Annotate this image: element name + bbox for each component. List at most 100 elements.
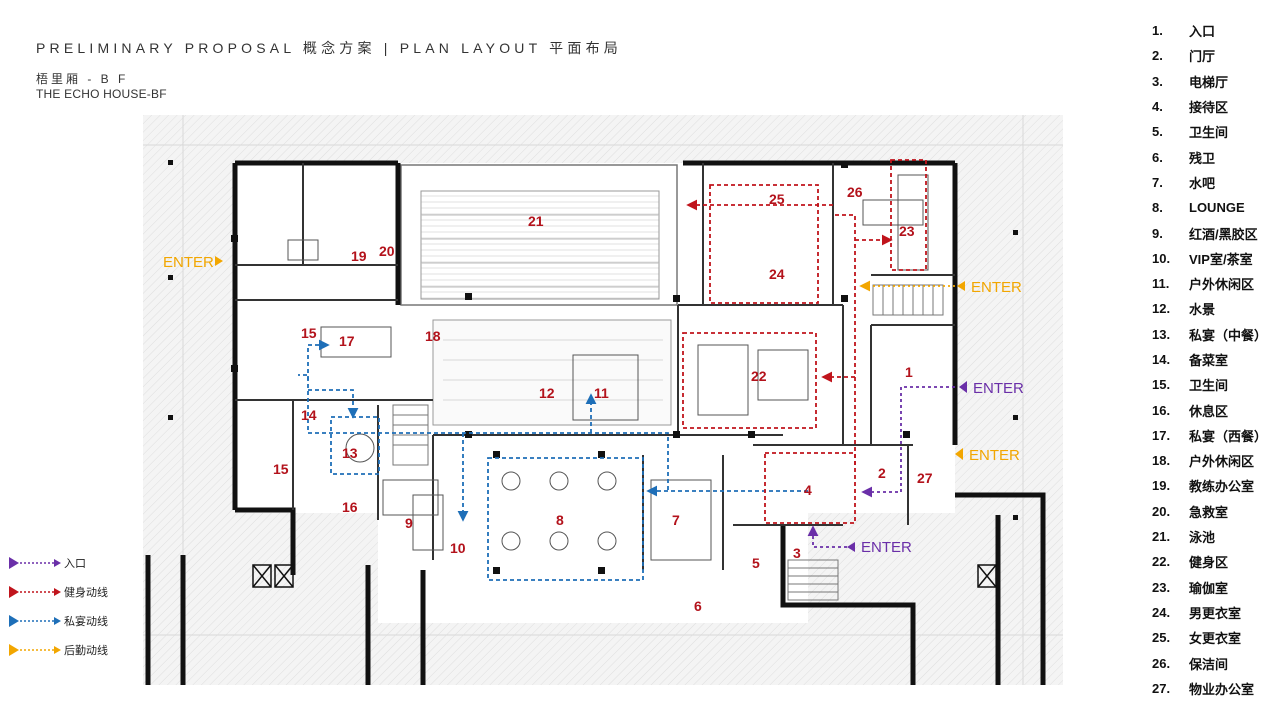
project-name-cn: 梧里厢 - B F: [36, 72, 129, 86]
legend-item-label: 后勤动线: [64, 644, 108, 657]
furniture: [287, 174, 929, 561]
exterior-walls: [145, 160, 1046, 685]
key-item: 3. 电梯厅: [1152, 69, 1278, 94]
key-item: 7. 水吧: [1152, 170, 1278, 195]
elevators: [252, 564, 997, 588]
key-item-number: 20.: [1152, 503, 1171, 519]
key-item-number: 7.: [1152, 174, 1163, 190]
enter-marker-south: ENTER: [847, 539, 912, 556]
room-label-1: 1: [905, 364, 913, 380]
svg-text:ENTER: ENTER: [969, 447, 1020, 464]
key-item-label: 保洁间: [1189, 656, 1229, 672]
key-item-label: 健身区: [1189, 555, 1229, 571]
key-item: 5.卫生间: [1152, 119, 1278, 144]
key-item-number: 23.: [1152, 579, 1171, 595]
room-label-22: 22: [751, 368, 767, 384]
route-legend: 入口健身动线私宴动线后勤动线: [8, 548, 108, 664]
key-item-label: 户外休闲区: [1189, 454, 1255, 470]
key-item-label: 男更衣室: [1189, 605, 1242, 621]
key-item-number: 21.: [1152, 529, 1171, 545]
key-item-number: 27.: [1152, 680, 1171, 696]
key-item: 18.户外休闲区: [1152, 448, 1278, 473]
key-item: 8.LOUNGE: [1152, 195, 1278, 220]
key-item: 25. 女更衣室: [1152, 625, 1278, 650]
legend-arrow-icon: [9, 585, 61, 598]
enter-marker-east: ENTER: [955, 447, 1020, 464]
key-item-label: 水吧: [1189, 175, 1216, 191]
key-item-label: 水景: [1189, 302, 1216, 318]
key-item: 11. 户外休闲区: [1152, 271, 1278, 296]
room-label-14: 14: [301, 407, 317, 423]
fitness-route: [682, 159, 927, 524]
entrance-route: [807, 386, 955, 548]
key-item-label: 瑜伽室: [1189, 580, 1229, 596]
enter-marker-west: ENTER: [163, 254, 223, 271]
room-label-15a: 15: [301, 325, 317, 341]
key-item-number: 16.: [1152, 402, 1171, 418]
enter-marker-main: ENTER: [959, 380, 1024, 397]
key-item-number: 24.: [1152, 604, 1171, 620]
key-item-label: 卫生间: [1189, 378, 1229, 394]
legend-arrow-icon: [9, 643, 61, 656]
key-item: 21. 泳池: [1152, 524, 1278, 549]
key-item-label: 教练办公室: [1189, 479, 1255, 495]
room-label-13: 13: [342, 445, 358, 461]
key-item: 26. 保洁间: [1152, 650, 1278, 675]
enter-marker-service: ENTER: [957, 279, 1022, 296]
key-item: 23. 瑜伽室: [1152, 575, 1278, 600]
key-item-label: 红酒/黑胶区: [1189, 226, 1258, 242]
legend-arrow-icon: [9, 556, 61, 569]
water-feature-outline: [432, 319, 672, 426]
key-item-number: 13.: [1152, 326, 1171, 342]
key-item-label: 泳池: [1189, 530, 1216, 546]
room-label-8: 8: [556, 512, 564, 528]
key-item-number: 10.: [1152, 250, 1171, 266]
room-label-21: 21: [528, 213, 544, 229]
stairs: [392, 284, 944, 601]
room-label-24: 24: [769, 266, 785, 282]
key-item: 1.入口: [1152, 18, 1278, 43]
key-item: 12.水景: [1152, 296, 1278, 321]
legend-item: 私宴动线: [8, 606, 108, 635]
key-item: 16. 休息区: [1152, 397, 1278, 422]
key-item-number: 26.: [1152, 655, 1171, 671]
floor-plan: ENTER ENTER ENTER ENTER ENTER 1 2 3 4 5 …: [143, 115, 1063, 685]
key-item-number: 3.: [1152, 73, 1163, 89]
legend-item-label: 入口: [64, 557, 86, 570]
key-item-number: 25.: [1152, 630, 1171, 646]
key-item-label: 电梯厅: [1189, 74, 1229, 90]
key-item-label: 女更衣室: [1189, 631, 1242, 647]
key-item: 22.健身区: [1152, 549, 1278, 574]
key-item-label: 备菜室: [1189, 353, 1229, 368]
room-label-6: 6: [694, 598, 702, 614]
room-label-19: 19: [351, 248, 367, 264]
key-item-label: 门厅: [1189, 49, 1216, 65]
key-item-label: 私宴（中餐）: [1189, 327, 1268, 343]
key-item: 19. 教练办公室: [1152, 473, 1278, 498]
svg-text:ENTER: ENTER: [973, 380, 1024, 397]
key-item-number: 17.: [1152, 427, 1171, 443]
room-label-18: 18: [425, 328, 441, 344]
key-item-label: 残卫: [1189, 150, 1216, 166]
legend-arrow-icon: [9, 614, 61, 627]
key-item: 13. 私宴（中餐）: [1152, 322, 1278, 347]
key-item-label: 私宴（西餐）: [1189, 428, 1268, 444]
room-label-4: 4: [804, 482, 812, 498]
room-label-2: 2: [878, 465, 886, 481]
room-label-17: 17: [339, 333, 355, 349]
room-label-16: 16: [342, 499, 358, 515]
key-item: 14.备菜室: [1152, 347, 1278, 372]
room-label-11: 11: [594, 385, 609, 401]
room-label-26: 26: [847, 184, 863, 200]
key-item: 15.卫生间: [1152, 372, 1278, 397]
key-item-label: 户外休闲区: [1189, 277, 1255, 293]
key-item-label: 入口: [1189, 24, 1216, 40]
key-item-number: 11.: [1152, 276, 1170, 292]
room-label-9: 9: [405, 515, 413, 531]
key-item-number: 19.: [1152, 478, 1171, 494]
key-item-label: 物业办公室: [1189, 681, 1255, 697]
key-item-number: 2.: [1152, 48, 1163, 64]
legend-item: 入口: [8, 548, 108, 577]
key-item-label: 休息区: [1189, 403, 1229, 419]
page-title: PRELIMINARY PROPOSAL 概念方案 | PLAN LAYOUT …: [36, 40, 622, 56]
